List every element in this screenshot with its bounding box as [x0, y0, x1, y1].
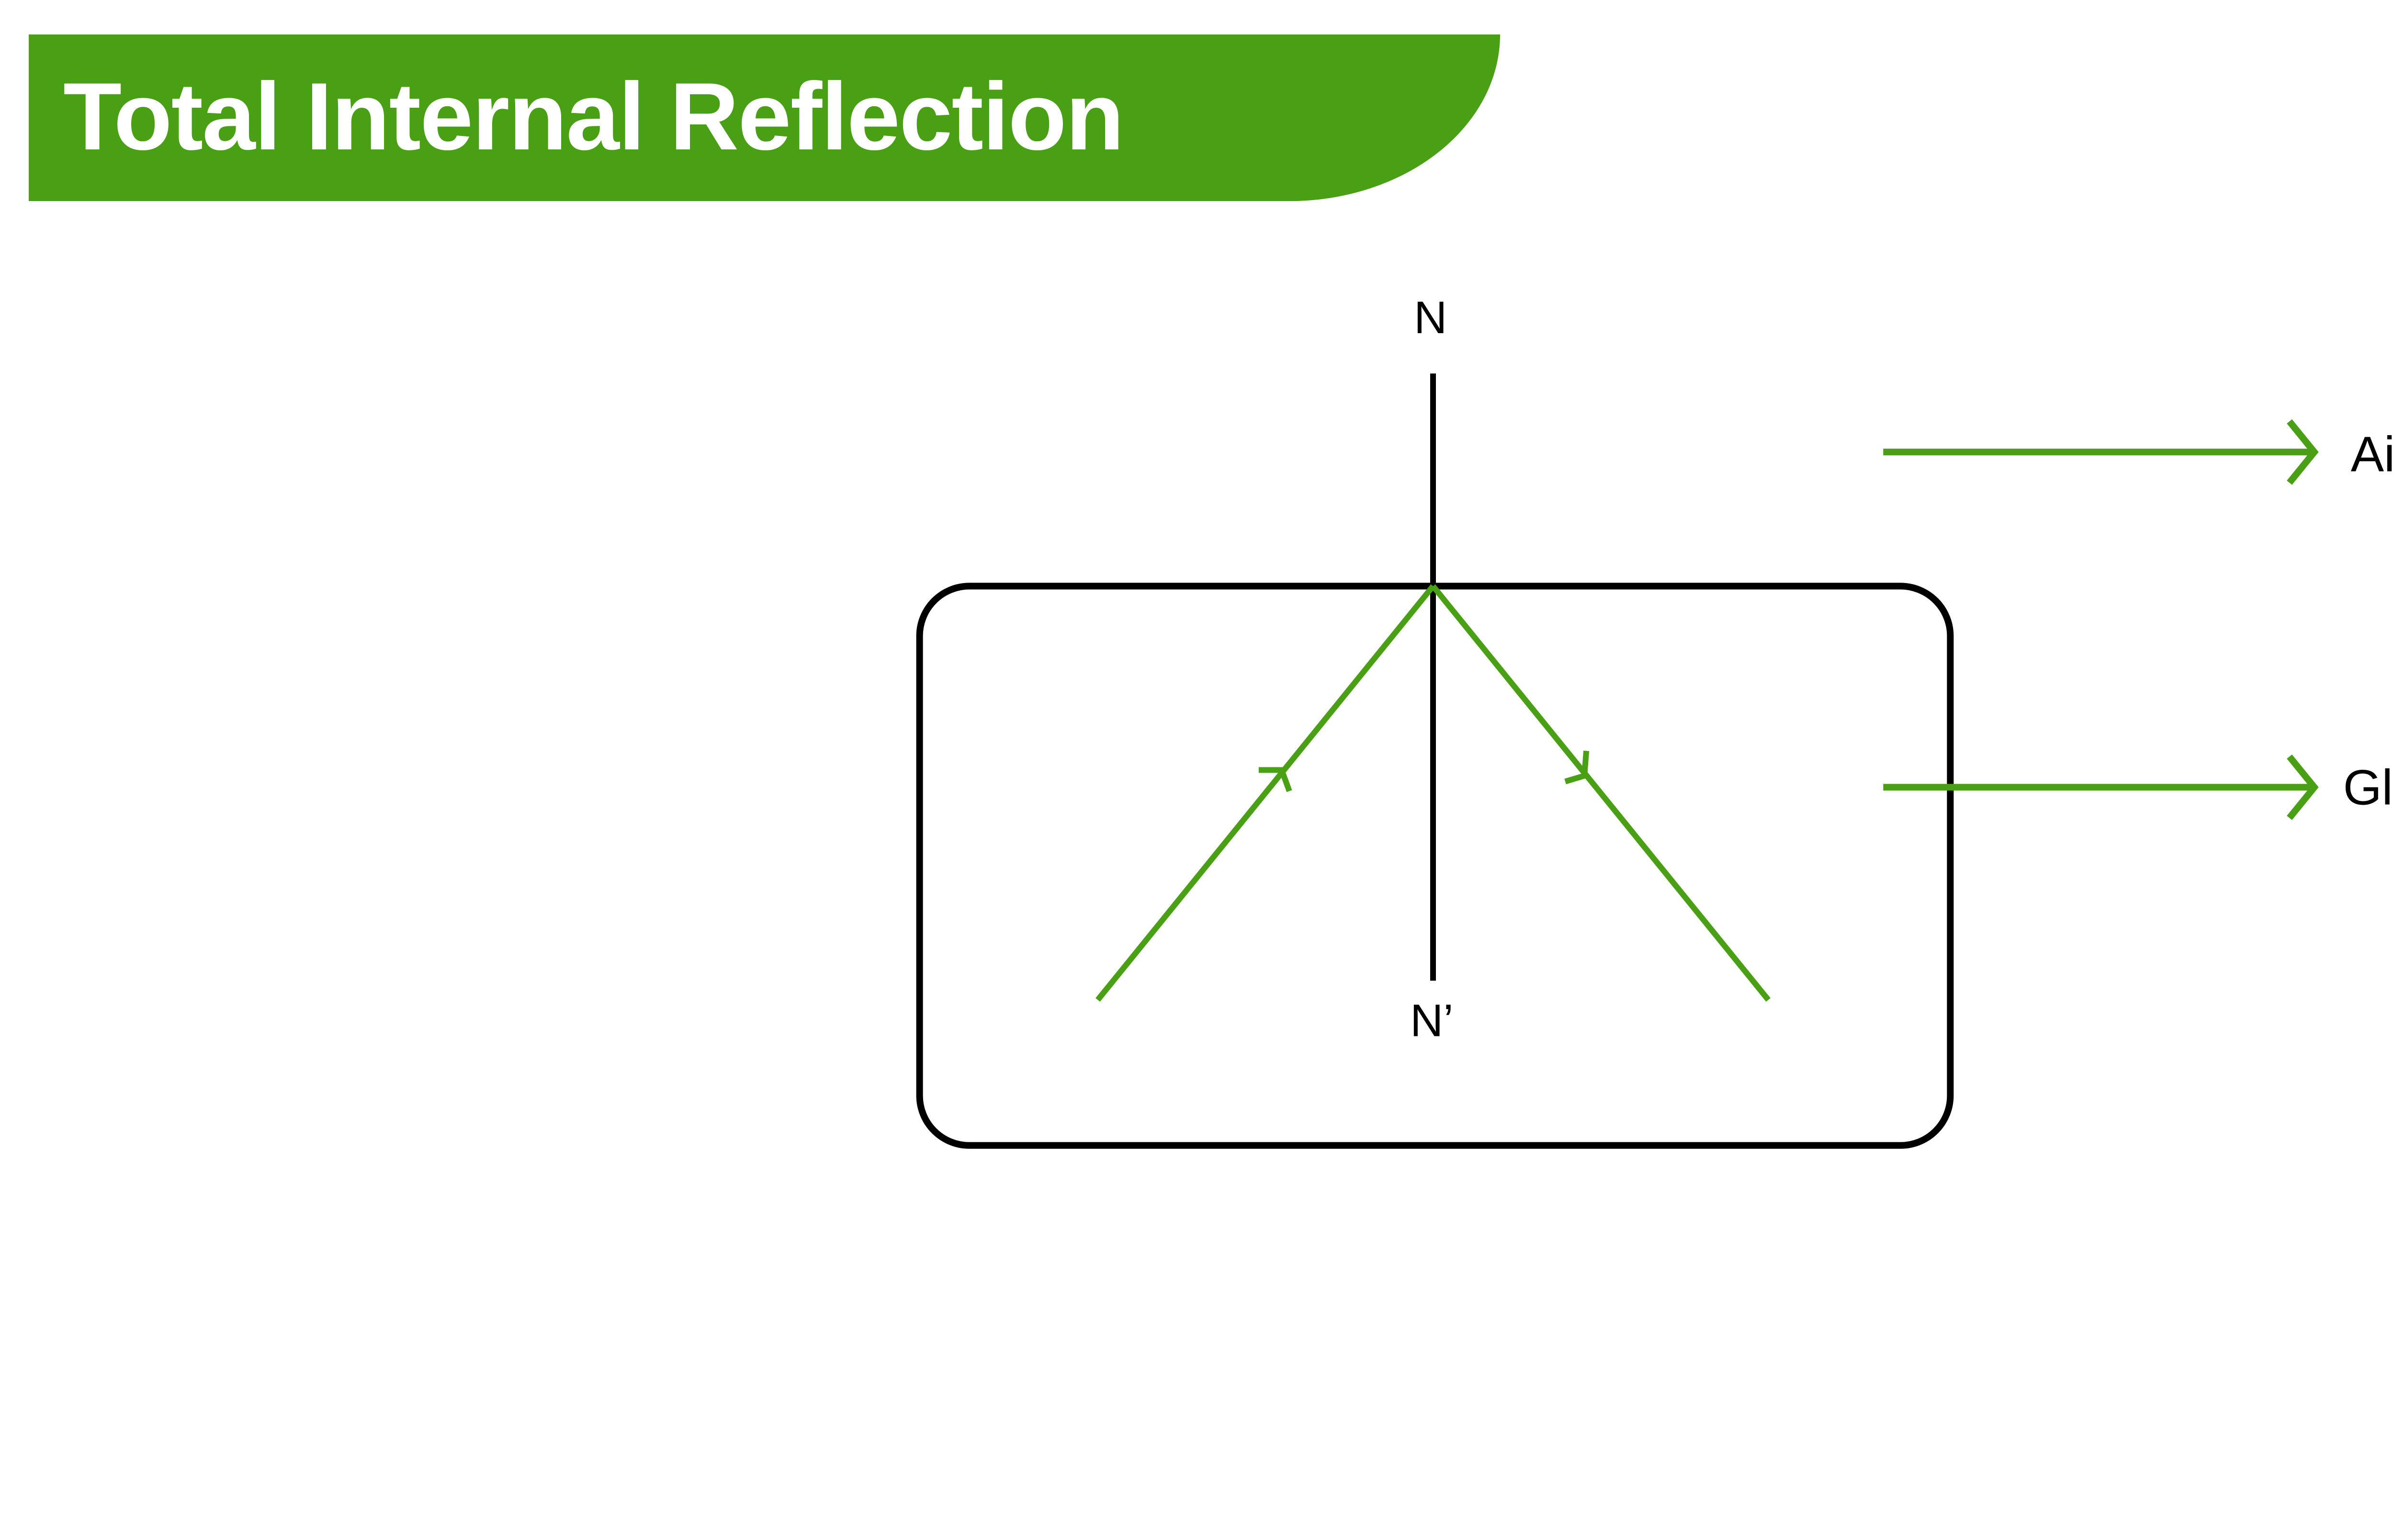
- air-label: Air: [2350, 425, 2394, 483]
- title-banner: Total Internal Reflection: [29, 34, 1501, 202]
- normal-bottom-label: N’: [1410, 996, 1454, 1048]
- air-arrowhead-icon: [2287, 419, 2319, 485]
- glass-arrowhead-icon: [2287, 754, 2319, 820]
- glass-label: Glass: [2343, 758, 2394, 816]
- incident-arrowhead-icon: [1258, 767, 1292, 792]
- incident-ray: [1095, 584, 1435, 1002]
- reflected-ray: [1431, 584, 1771, 1002]
- page-title: Total Internal Reflection: [63, 63, 1124, 171]
- reflected-arrowhead-icon: [1564, 751, 1590, 785]
- normal-top-label: N: [1413, 293, 1447, 345]
